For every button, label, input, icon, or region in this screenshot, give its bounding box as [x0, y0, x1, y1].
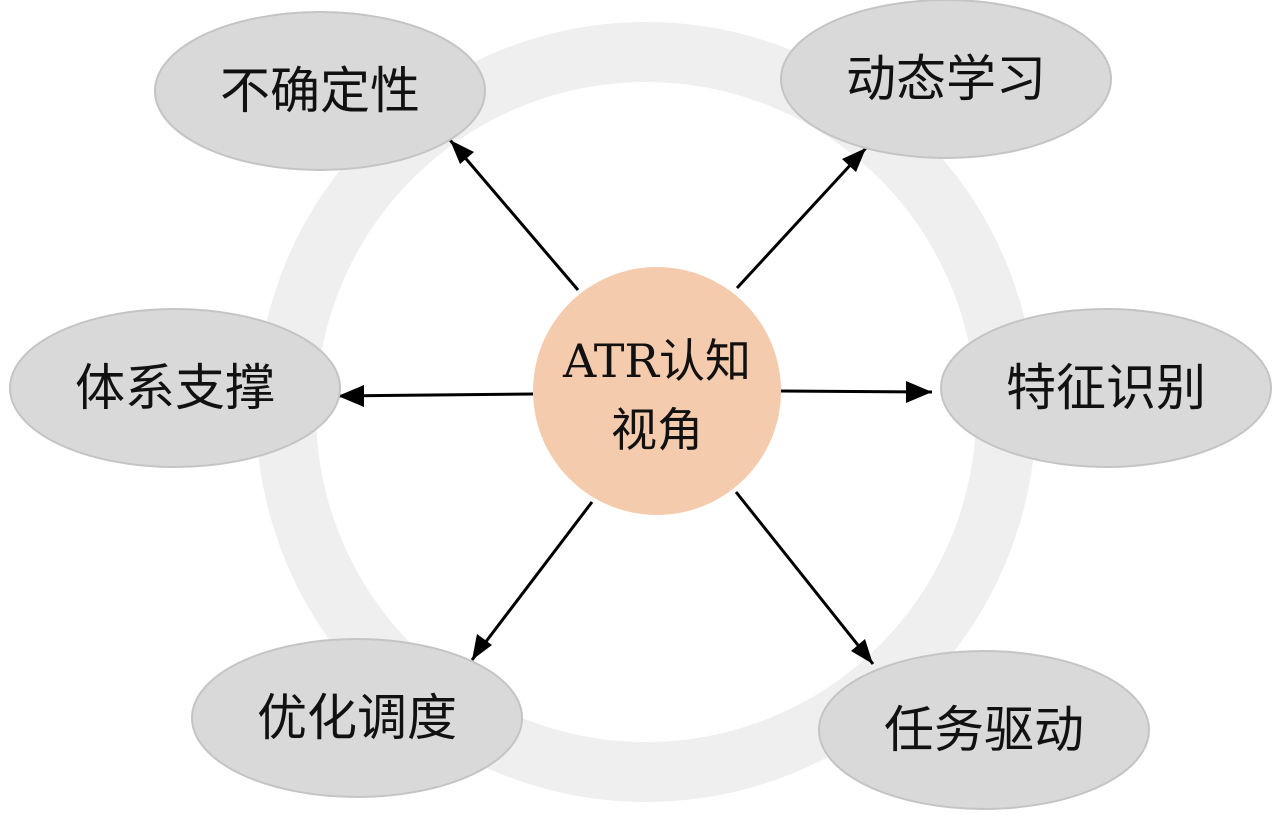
center-label-line1: ATR认知 [562, 334, 751, 388]
arrowhead-feature-recognition [906, 381, 932, 403]
node-optimization-scheduling: 优化调度 [191, 638, 523, 798]
node-dynamic-learning: 动态学习 [780, 0, 1112, 159]
arrow-to-task-driven [734, 491, 875, 665]
center-circle [533, 267, 781, 515]
arrow-to-uncertainty [448, 139, 580, 291]
arrowhead-uncertainty [450, 140, 474, 164]
node-feature-recognition-ellipse [940, 308, 1272, 468]
arrow-to-system-support [337, 392, 534, 398]
node-task-driven-ellipse [818, 650, 1150, 810]
node-optimization-scheduling-ellipse [191, 638, 523, 798]
arrows [337, 139, 933, 665]
center-label-line2: 视角 [611, 403, 703, 457]
node-feature-recognition: 特征识别 [940, 308, 1272, 468]
center-node: ATR认知 视角 [533, 267, 781, 515]
node-uncertainty: 不确定性 [154, 11, 486, 171]
node-system-support: 体系支撑 [9, 308, 341, 468]
node-dynamic-learning-label: 动态学习 [846, 50, 1046, 108]
node-uncertainty-ellipse [154, 11, 486, 171]
node-dynamic-learning-ellipse [780, 0, 1112, 159]
node-system-support-label: 体系支撑 [75, 359, 275, 417]
arrow-to-dynamic-learning [735, 146, 868, 290]
node-feature-recognition-label: 特征识别 [1006, 359, 1206, 417]
node-task-driven: 任务驱动 [818, 650, 1150, 810]
arrowhead-task-driven [851, 639, 873, 664]
arrow-to-optimization-scheduling [470, 501, 594, 661]
arrowhead-optimization-scheduling [472, 634, 492, 660]
arrowhead-system-support [338, 385, 364, 407]
node-task-driven-label: 任务驱动 [884, 701, 1084, 759]
arrowhead-dynamic-learning [842, 148, 866, 172]
node-optimization-scheduling-label: 优化调度 [257, 689, 457, 747]
node-uncertainty-label: 不确定性 [220, 62, 420, 120]
node-system-support-ellipse [9, 308, 341, 468]
